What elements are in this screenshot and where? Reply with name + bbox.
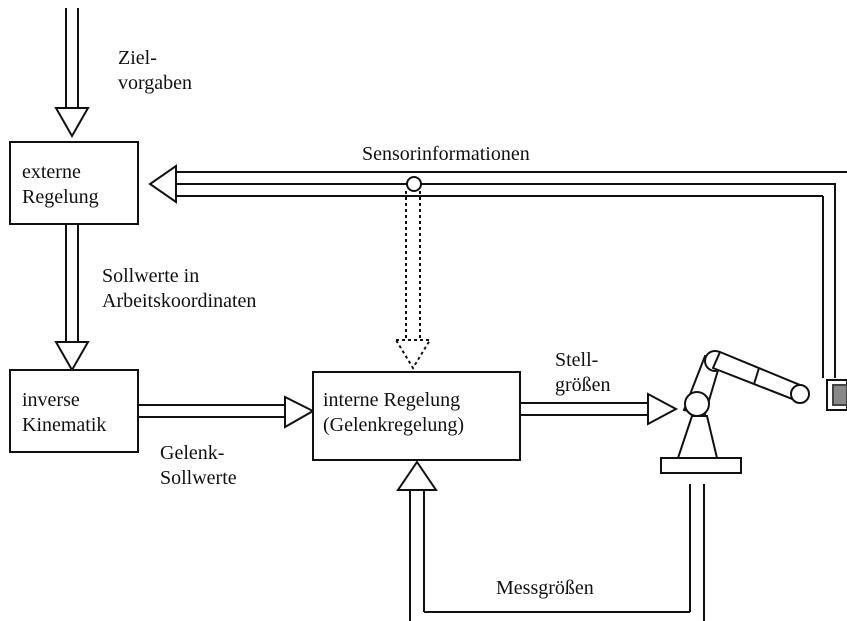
zielvorgaben-arrow (54, 8, 90, 139)
label-sollwerte-1: Sollwerte in (102, 265, 200, 287)
sensor-junction (406, 176, 422, 192)
label-gelenk: Gelenk- (160, 442, 225, 464)
gelenk-sollwerte-arrow (138, 395, 316, 429)
sensor-branch-arrow (394, 191, 432, 370)
label-sensorinformationen: Sensorinformationen (362, 143, 530, 165)
messgroessen-feedback (396, 460, 705, 621)
interne-regelung-line2: (Gelenkregelung) (323, 414, 465, 436)
sensor-feedback-line (148, 164, 847, 378)
label-sollwerte-2: Arbeitskoordinaten (102, 290, 257, 312)
label-ziel: Ziel- (118, 47, 157, 69)
label-stell: Stell- (555, 349, 599, 371)
sollwerte-arrow (54, 224, 90, 373)
interne-regelung-box (312, 371, 521, 461)
inverse-kinematik-line2: Kinematik (22, 414, 107, 436)
stellgroessen-arrow (520, 392, 679, 426)
label-groessen: größen (555, 374, 611, 396)
externe-regelung-box (9, 141, 139, 225)
externe-regelung-line2: Regelung (22, 186, 99, 208)
interne-regelung-line1: interne Regelung (323, 389, 461, 411)
label-sollwerte-gelenk: Sollwerte (160, 467, 237, 489)
externe-regelung-line1: externe (22, 161, 81, 183)
inverse-kinematik-line1: inverse (22, 389, 80, 411)
robot-arm-icon (660, 350, 847, 474)
label-vorgaben: vorgaben (118, 72, 193, 94)
label-messgroessen: Messgrößen (496, 577, 594, 599)
inverse-kinematik-box (9, 369, 139, 453)
